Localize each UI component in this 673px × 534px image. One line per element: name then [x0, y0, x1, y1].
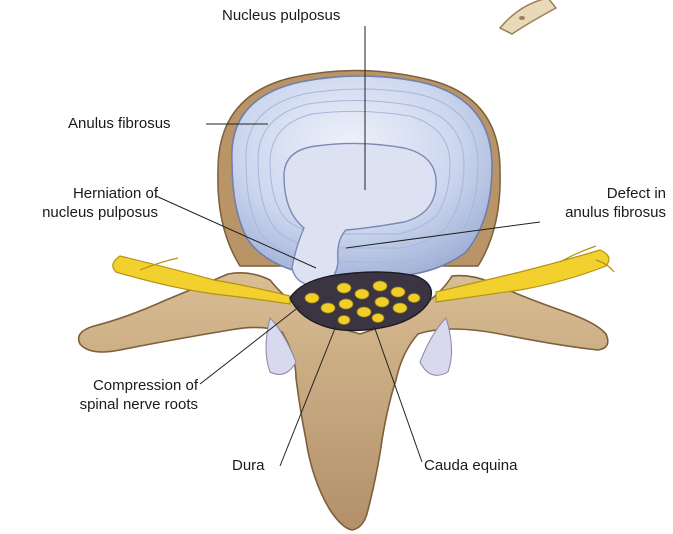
- label-dura: Dura: [232, 456, 265, 475]
- label-herniation: Herniation of nucleus pulposus: [14, 184, 158, 222]
- label-defect-line2: anulus fibrosus: [520, 203, 666, 222]
- label-compression: Compression of spinal nerve roots: [40, 376, 198, 414]
- label-anulus-fibrosus: Anulus fibrosus: [68, 114, 171, 133]
- label-herniation-line2: nucleus pulposus: [14, 203, 158, 222]
- label-herniation-line1: Herniation of: [14, 184, 158, 203]
- label-defect-line1: Defect in: [520, 184, 666, 203]
- label-dura-text: Dura: [232, 456, 265, 475]
- label-cauda-equina: Cauda equina: [424, 456, 517, 475]
- label-nucleus-pulposus-text: Nucleus pulposus: [222, 6, 340, 25]
- label-defect: Defect in anulus fibrosus: [520, 184, 666, 222]
- label-cauda-equina-text: Cauda equina: [424, 456, 517, 475]
- label-nucleus-pulposus: Nucleus pulposus: [222, 6, 340, 25]
- corner-fragment: [500, 0, 556, 34]
- label-anulus-fibrosus-text: Anulus fibrosus: [68, 114, 171, 133]
- label-compression-line2: spinal nerve roots: [40, 395, 198, 414]
- label-compression-line1: Compression of: [40, 376, 198, 395]
